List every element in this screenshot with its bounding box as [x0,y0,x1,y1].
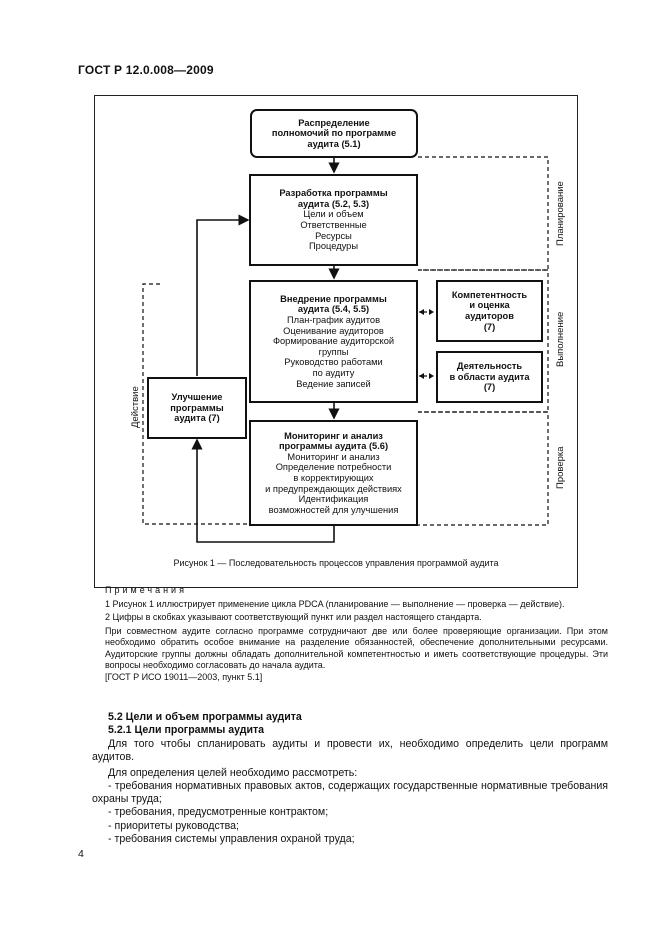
section-body: Для того чтобы спланировать аудиты и про… [92,738,608,846]
page-number: 4 [78,848,84,860]
box-monitoring: Мониторинг и анализ программы аудита (5.… [249,420,418,526]
arrow-monitoring-improvement [191,438,335,543]
label-act: Действие [130,386,141,428]
label-plan: Планирование [555,181,566,246]
arrow-improvement-development [196,214,250,376]
paragraph-2: Для определения целей необходимо рассмот… [108,766,358,779]
list-item: - приоритеты руководства; [108,819,239,832]
bracket-check [418,411,549,526]
list-item: - требования нормативных правовых актов,… [92,779,608,806]
figure-frame [94,95,578,588]
note-1: 1 Рисунок 1 иллюстрирует применение цикл… [105,598,565,609]
bracket-plan [418,156,549,271]
note-2: 2 Цифры в скобках указывают соответствую… [105,612,482,622]
label-check: Проверка [555,446,566,489]
notes-heading: Примечания [105,585,187,595]
figure-caption: Рисунок 1 — Последовательность процессов… [173,558,499,568]
list-item: - требования системы управления охраной … [108,833,355,846]
box-improvement: Улучшение программы аудита (7) [147,377,247,439]
box-distribution: Распределение полномочий по программе ау… [250,109,418,158]
document-header: ГОСТ Р 12.0.008—2009 [78,63,214,77]
label-do: Выполнение [555,311,566,367]
box-development: Разработка программы аудита (5.2, 5.3) Ц… [249,174,418,266]
note-paragraph: При совместном аудите согласно программе… [105,625,608,671]
section-5-2: 5.2 Цели и объем программы аудита 5.2.1 … [108,711,608,738]
notes-block: Примечания 1 Рисунок 1 иллюстрирует прим… [105,585,608,683]
heading-5-2: 5.2 Цели и объем программы аудита [108,711,302,723]
box-competence: Компетентность и оценка аудиторов (7) [436,280,543,342]
note-reference: [ГОСТ Р ИСО 19011—2003, пункт 5.1] [105,671,263,682]
heading-5-2-1: 5.2.1 Цели программы аудита [108,724,265,737]
paragraph-1: Для того чтобы спланировать аудиты и про… [92,738,608,764]
box-activity: Деятельность в области аудита (7) [436,351,543,403]
box-implementation: Внедрение программы аудита (5.4, 5.5) Пл… [249,280,418,403]
list-item: - требования, предусмотренные контрактом… [108,806,329,819]
bracket-act [142,283,248,525]
